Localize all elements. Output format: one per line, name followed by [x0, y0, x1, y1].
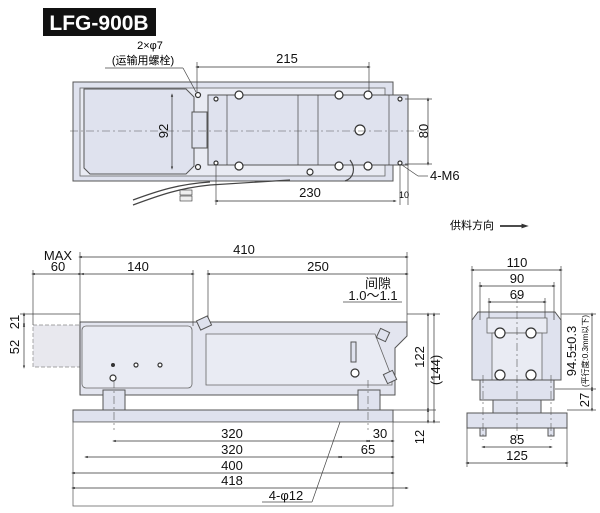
gap-label: 间隙	[365, 276, 391, 291]
dim-122: 122	[412, 346, 427, 368]
gap-value: 1.0～1.1	[348, 288, 397, 303]
dim-92: 92	[156, 124, 171, 138]
dim-410: 410	[233, 242, 255, 257]
dim-230: 230	[299, 185, 321, 200]
model-title: LFG-900B	[49, 12, 148, 35]
side-view: 110 90 69 94.5±0.3 (平行度:0.3mm以下) 27 85 1…	[465, 255, 596, 467]
dim-320-bolts: 320	[221, 426, 243, 441]
parallelism-note: (平行度:0.3mm以下)	[580, 315, 590, 387]
dim-140: 140	[127, 259, 149, 274]
dim-30: 30	[373, 426, 387, 441]
dim-125: 125	[506, 448, 528, 463]
dim-94-5: 94.5±0.3	[564, 326, 579, 377]
dim-144: (144)	[428, 355, 443, 385]
feed-direction-indicator: 供料方向	[450, 218, 529, 232]
dim-69: 69	[510, 287, 524, 302]
dim-90: 90	[510, 271, 524, 286]
dim-215: 215	[276, 51, 298, 66]
dim-250: 250	[307, 259, 329, 274]
dim-27: 27	[577, 393, 592, 407]
hole-label-4-phi12: 4-φ12	[269, 488, 303, 503]
feed-direction-label: 供料方向	[450, 218, 494, 232]
thread-label-4-m6: 4-M6	[430, 168, 460, 183]
dim-80: 80	[416, 124, 431, 138]
dim-52: 52	[7, 340, 22, 354]
dim-320-holes: 320	[221, 442, 243, 457]
dim-21: 21	[7, 315, 22, 329]
hole-label-2-phi7: 2×φ7	[137, 40, 163, 52]
top-view: 215 92 80 230 10 4-M6 2×φ7 (运输用螺栓)	[70, 40, 460, 206]
model-title-badge: LFG-900B	[43, 8, 156, 36]
front-view: 410 MAX 60 140 250 间隙 1.0～1.1 21 52 122 …	[7, 242, 443, 507]
dim-12: 12	[412, 430, 427, 444]
dim-65: 65	[361, 442, 375, 457]
dim-10: 10	[399, 190, 409, 200]
dim-85: 85	[510, 432, 524, 447]
transport-bolt-note: (运输用螺栓)	[112, 53, 174, 67]
dim-400: 400	[221, 458, 243, 473]
max-label: MAX	[44, 248, 73, 263]
dim-60: 60	[51, 259, 65, 274]
dim-418: 418	[221, 473, 243, 488]
dim-110: 110	[507, 255, 528, 270]
